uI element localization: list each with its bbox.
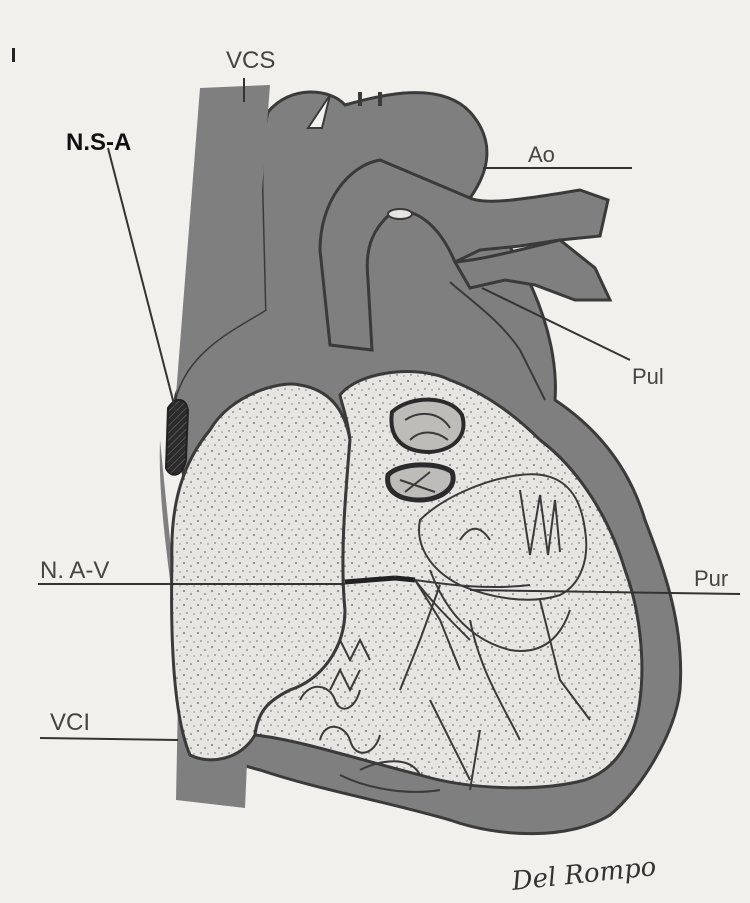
vessel-stub-right: [378, 92, 382, 106]
sinoatrial-node: [166, 400, 188, 475]
vessel-opening: [388, 209, 412, 219]
label-nav: N. A-V: [40, 557, 109, 584]
label-pul: Pul: [632, 364, 664, 389]
nsa-leader: [108, 148, 176, 412]
semilunar-valve: [391, 400, 463, 452]
label-vcs: VCS: [226, 47, 275, 74]
label-pur: Pur: [694, 566, 728, 591]
atrioventricular-valve: [388, 465, 454, 500]
vci-leader: [40, 738, 178, 740]
label-ao: Ao: [528, 142, 555, 167]
label-nsa: N.S-A: [66, 129, 131, 156]
label-vci: VCI: [50, 709, 90, 736]
artist-signature: Del Rompo: [509, 852, 657, 897]
vessel-stub-mid: [358, 92, 362, 106]
corner-mark: [12, 48, 15, 62]
